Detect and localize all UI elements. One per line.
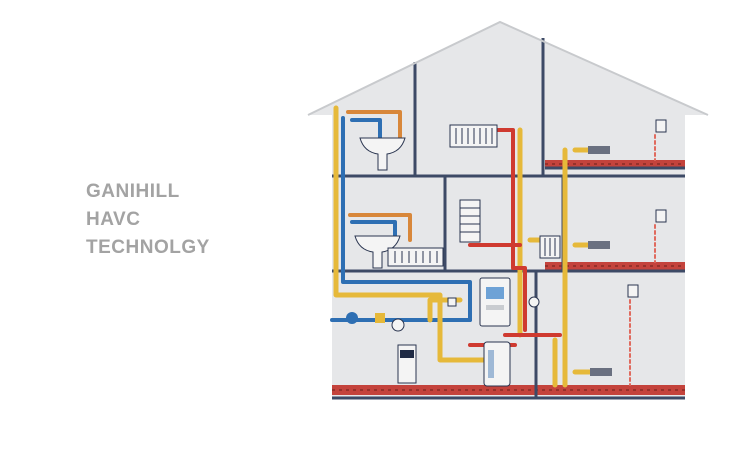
panel-radiator-icon — [449, 124, 498, 148]
thermostat-icon — [627, 119, 667, 298]
water-heater-tank-icon — [483, 341, 511, 387]
water-meter-icon — [346, 312, 385, 324]
brand-line-1: GANIHILL — [86, 181, 180, 202]
panel-radiator-icon — [387, 247, 444, 267]
water-heater-tank-icon — [397, 344, 417, 384]
boiler-icon — [479, 277, 511, 327]
manifold-icon — [588, 146, 612, 376]
pedestal-sink-icon — [359, 137, 406, 171]
pump-icon — [391, 318, 405, 332]
pedestal-sink-icon — [354, 235, 401, 269]
towel-radiator-icon — [459, 199, 481, 243]
expansion-tank-icon — [447, 296, 540, 308]
house-outline — [308, 22, 708, 399]
brand-line-2: HAVC — [86, 209, 141, 230]
floor-heating-strips — [332, 160, 685, 395]
brand-line-3: TECHNOLGY — [86, 237, 210, 258]
brand-text: GANIHILL HAVC TECHNOLGY — [86, 178, 210, 262]
panel-radiator-icon — [539, 235, 561, 259]
